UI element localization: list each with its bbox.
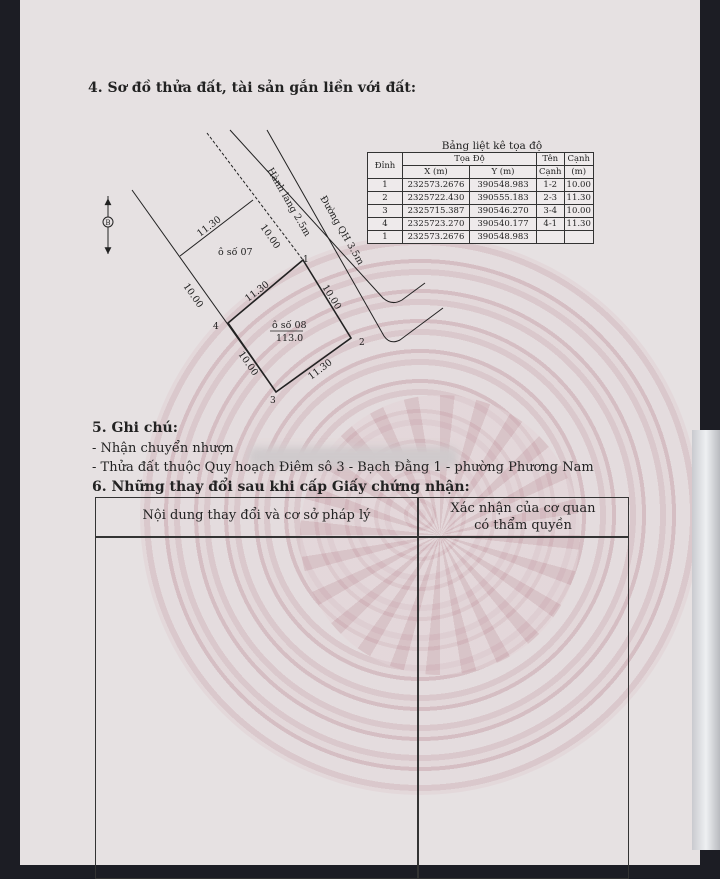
edge-12-label: 10.00 [319, 283, 343, 312]
plastic-sleeve [692, 430, 720, 850]
lot07-depth-label: 10.00 [258, 222, 283, 251]
lot07-top-line [179, 199, 254, 257]
road-label: Đường QH 3.5m [317, 194, 365, 267]
north-arrow-icon: ▲ [105, 197, 112, 207]
coordinate-table-caption: Bảng liệt kê tọa độ [441, 140, 543, 152]
changes-col-content: Nội dung thay đổi và cơ sở pháp lý [142, 508, 371, 523]
left-side-label: 10.00 [181, 281, 206, 310]
header-edge-name: Tên [536, 152, 565, 166]
header-edge-name-2: Cạnh [536, 165, 565, 179]
lot08-boundary [226, 258, 353, 394]
header-edge-len: Cạnh [563, 152, 594, 166]
north-label: B [105, 219, 110, 227]
note-1: - Nhận chuyển nhượn [92, 441, 234, 456]
section5-title: 5. Ghi chú: [92, 420, 178, 436]
road-edge-2 [266, 129, 444, 343]
header-edge-len-2: (m) [563, 165, 594, 179]
lot08-area: 113.0 [276, 333, 303, 344]
edge-41-label: 11.30 [243, 279, 271, 304]
header-vertex: Đỉnh [367, 152, 403, 179]
south-arrow-icon: ▼ [105, 246, 112, 256]
header-x: X (m) [402, 165, 470, 179]
coordinate-table: Đỉnh Tọa Độ Tên Cạnh X (m) Y (m) Cạnh (m… [367, 152, 594, 244]
header-coords: Tọa Độ [402, 152, 537, 166]
lot08-label: ô số 08 [272, 320, 307, 331]
road-edge-1 [229, 129, 426, 304]
redacted-area [248, 447, 458, 467]
changes-table: Nội dung thay đổi và cơ sở pháp lý Xác n… [95, 497, 629, 879]
drum-watermark-center [300, 395, 580, 675]
vertex-4: 4 [213, 322, 219, 332]
vertex-3: 3 [270, 396, 276, 406]
vertex-1: 1 [303, 255, 309, 265]
changes-col-confirmation: Xác nhận của cơ quan có thẩm quyền [450, 501, 596, 533]
note-2: - Thửa đất thuộc Quy hoạch Điêm sô 3 - B… [92, 460, 594, 475]
section6-title: 6. Những thay đổi sau khi cấp Giấy chứng… [92, 479, 470, 495]
lot07-width-label: 11.30 [195, 214, 223, 239]
vertex-2: 2 [359, 338, 365, 348]
north-circle-icon [102, 216, 114, 228]
corridor-line [206, 132, 304, 261]
coordinate-table-block: Bảng liệt kê tọa độ Đỉnh Tọa Độ Tên Cạnh… [367, 140, 597, 244]
section4-title: 4. Sơ đồ thửa đất, tài sản gắn liền với … [88, 80, 417, 96]
lot07-label: ô số 07 [218, 247, 253, 258]
corridor-label: Hành lang 2.5m [264, 166, 312, 238]
header-y: Y (m) [469, 165, 537, 179]
